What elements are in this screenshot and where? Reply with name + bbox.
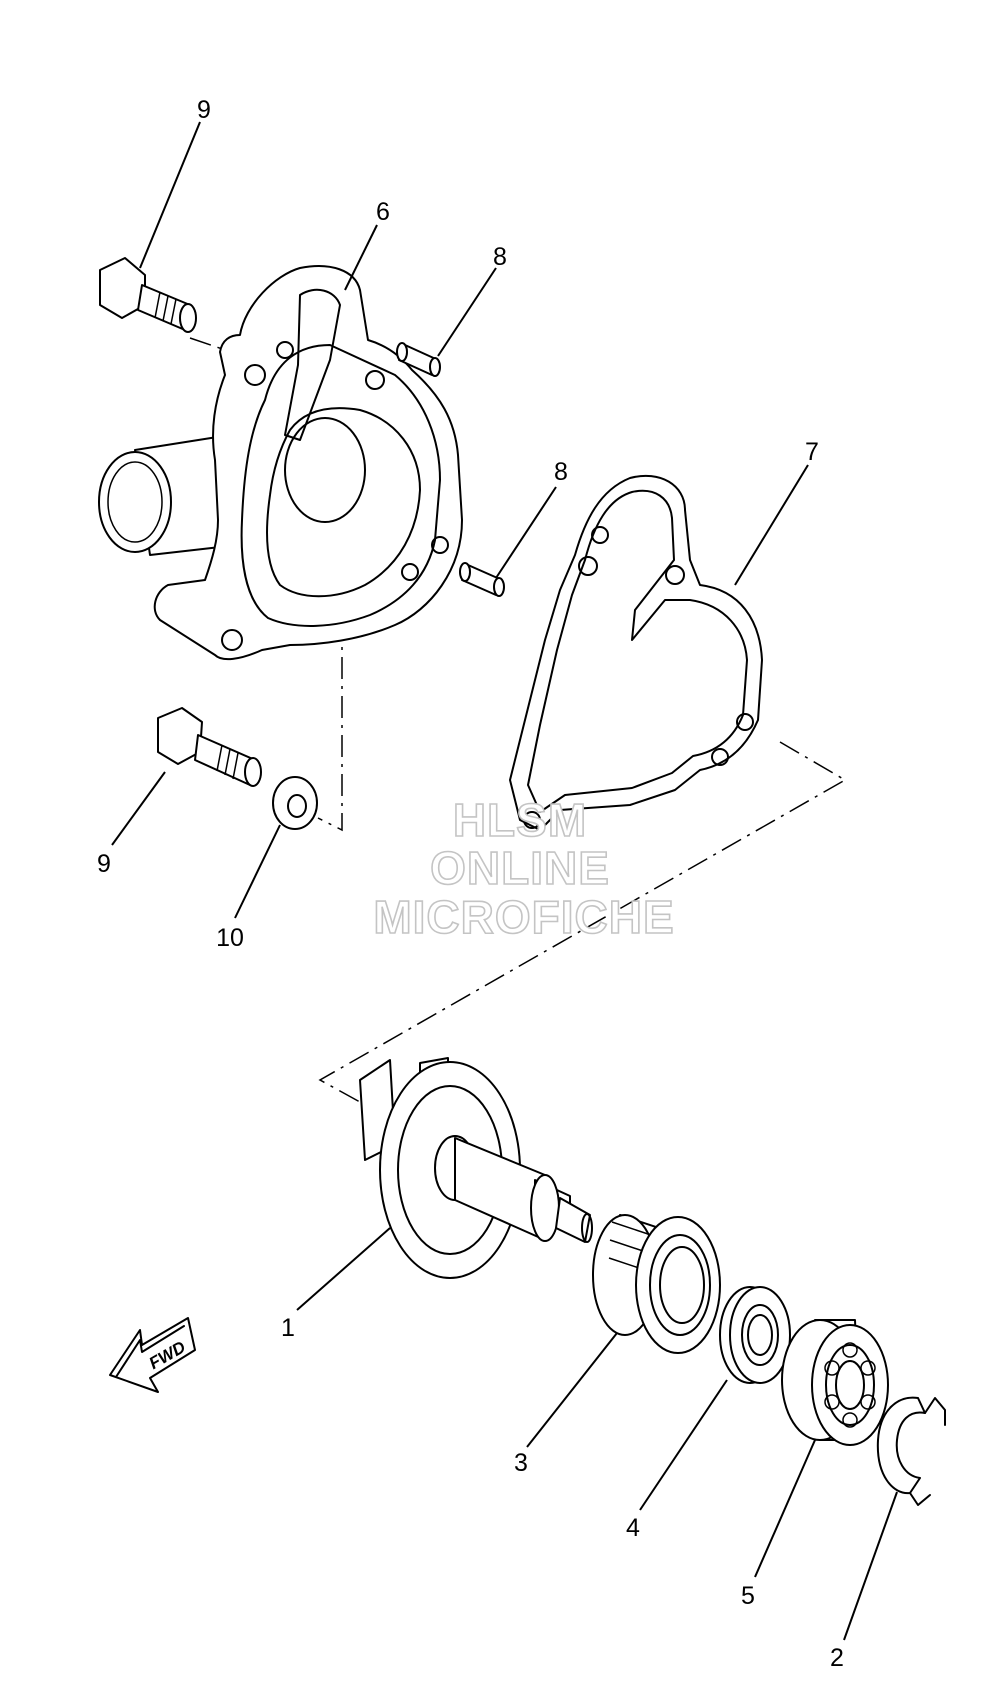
dowel-pin-part-8-lower [459, 562, 505, 597]
bolt-part-9-upper [99, 257, 197, 333]
bearing-part-4 [719, 1286, 791, 1384]
circlip-part-2 [876, 1396, 946, 1506]
callout-8-upper: 8 [493, 243, 507, 271]
callout-7: 7 [805, 438, 819, 466]
bearing-part-5 [781, 1319, 889, 1446]
gasket-part-7 [509, 474, 763, 831]
callout-1: 1 [281, 1314, 295, 1342]
seal-part-3 [592, 1214, 721, 1354]
bolt-part-9-lower [157, 707, 262, 787]
callout-6: 6 [376, 198, 390, 226]
callout-9-lower: 9 [97, 850, 111, 878]
impeller-part-1 [359, 1057, 593, 1279]
callout-3: 3 [514, 1449, 528, 1477]
leader-lines [111, 121, 898, 1641]
callout-8-lower: 8 [554, 458, 568, 486]
callout-9-upper: 9 [197, 96, 211, 124]
callout-2: 2 [830, 1644, 844, 1672]
callout-labels: 9 6 8 8 7 9 10 1 3 4 5 2 [97, 96, 844, 1672]
callout-10: 10 [216, 924, 244, 952]
watermark: HLSM ONLINE MICROFICHE [373, 793, 675, 944]
pump-housing-part-6 [98, 265, 463, 661]
callout-4: 4 [626, 1514, 640, 1542]
dowel-pin-part-8-upper [396, 342, 441, 377]
fwd-direction-arrow: FWD [109, 1317, 196, 1393]
watermark-line-3: MICROFICHE [373, 891, 674, 943]
callout-5: 5 [741, 1582, 755, 1610]
watermark-line-1: HLSM [453, 794, 587, 846]
washer-part-10 [272, 776, 318, 830]
watermark-line-2: ONLINE [430, 842, 610, 894]
